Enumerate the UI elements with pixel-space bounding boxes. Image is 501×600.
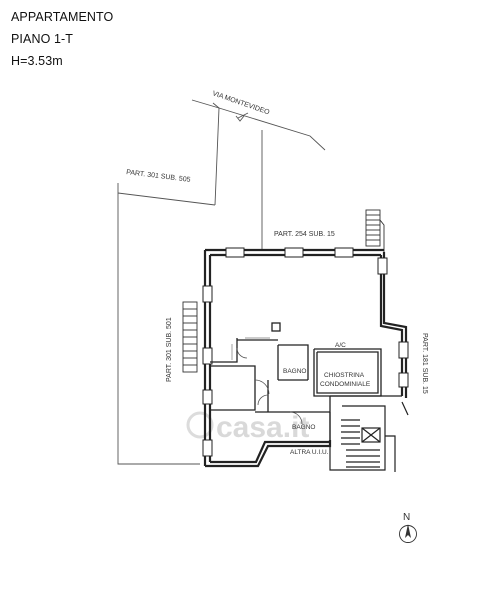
door-arcs bbox=[236, 347, 303, 425]
label-chiostrina: CHIOSTRINA bbox=[324, 372, 365, 379]
label-part-254-15: PART. 254 SUB. 15 bbox=[274, 231, 335, 238]
title-height: H=3.53m bbox=[11, 54, 63, 68]
label-part-301-501: PART. 301 SUB. 501 bbox=[166, 317, 173, 382]
label-ac: A/C bbox=[335, 342, 346, 349]
north-arrow-icon bbox=[405, 524, 411, 538]
title-appartamento: APPARTAMENTO bbox=[11, 10, 114, 24]
label-bagno-upper: BAGNO bbox=[283, 368, 306, 375]
stair-lower bbox=[329, 401, 409, 472]
label-part-301-505: PART. 301 SUB. 505 bbox=[126, 169, 191, 184]
windows bbox=[202, 247, 409, 457]
header: APPARTAMENTO PIANO 1-T H=3.53m bbox=[11, 6, 113, 72]
compass-label: N bbox=[403, 512, 410, 523]
watermark-text: casa.it bbox=[216, 411, 309, 444]
stair-top-right bbox=[365, 209, 385, 252]
compass: N bbox=[399, 512, 417, 543]
label-bagno-lower: BAGNO bbox=[292, 424, 315, 431]
interior-walls bbox=[210, 322, 402, 446]
label-street: VIA MONTEVIDEO bbox=[211, 90, 270, 116]
watermark: casa.it bbox=[186, 411, 309, 444]
balcony-left bbox=[182, 301, 198, 373]
label-altra-uiu: ALTRA U.I.U. bbox=[290, 449, 329, 456]
label-part-181-15: PART. 181 SUB. 15 bbox=[421, 333, 428, 394]
title-piano: PIANO 1-T bbox=[11, 32, 74, 46]
label-condominiale: CONDOMINIALE bbox=[320, 381, 371, 388]
surroundings bbox=[117, 99, 326, 465]
dimension-marks bbox=[231, 337, 270, 360]
